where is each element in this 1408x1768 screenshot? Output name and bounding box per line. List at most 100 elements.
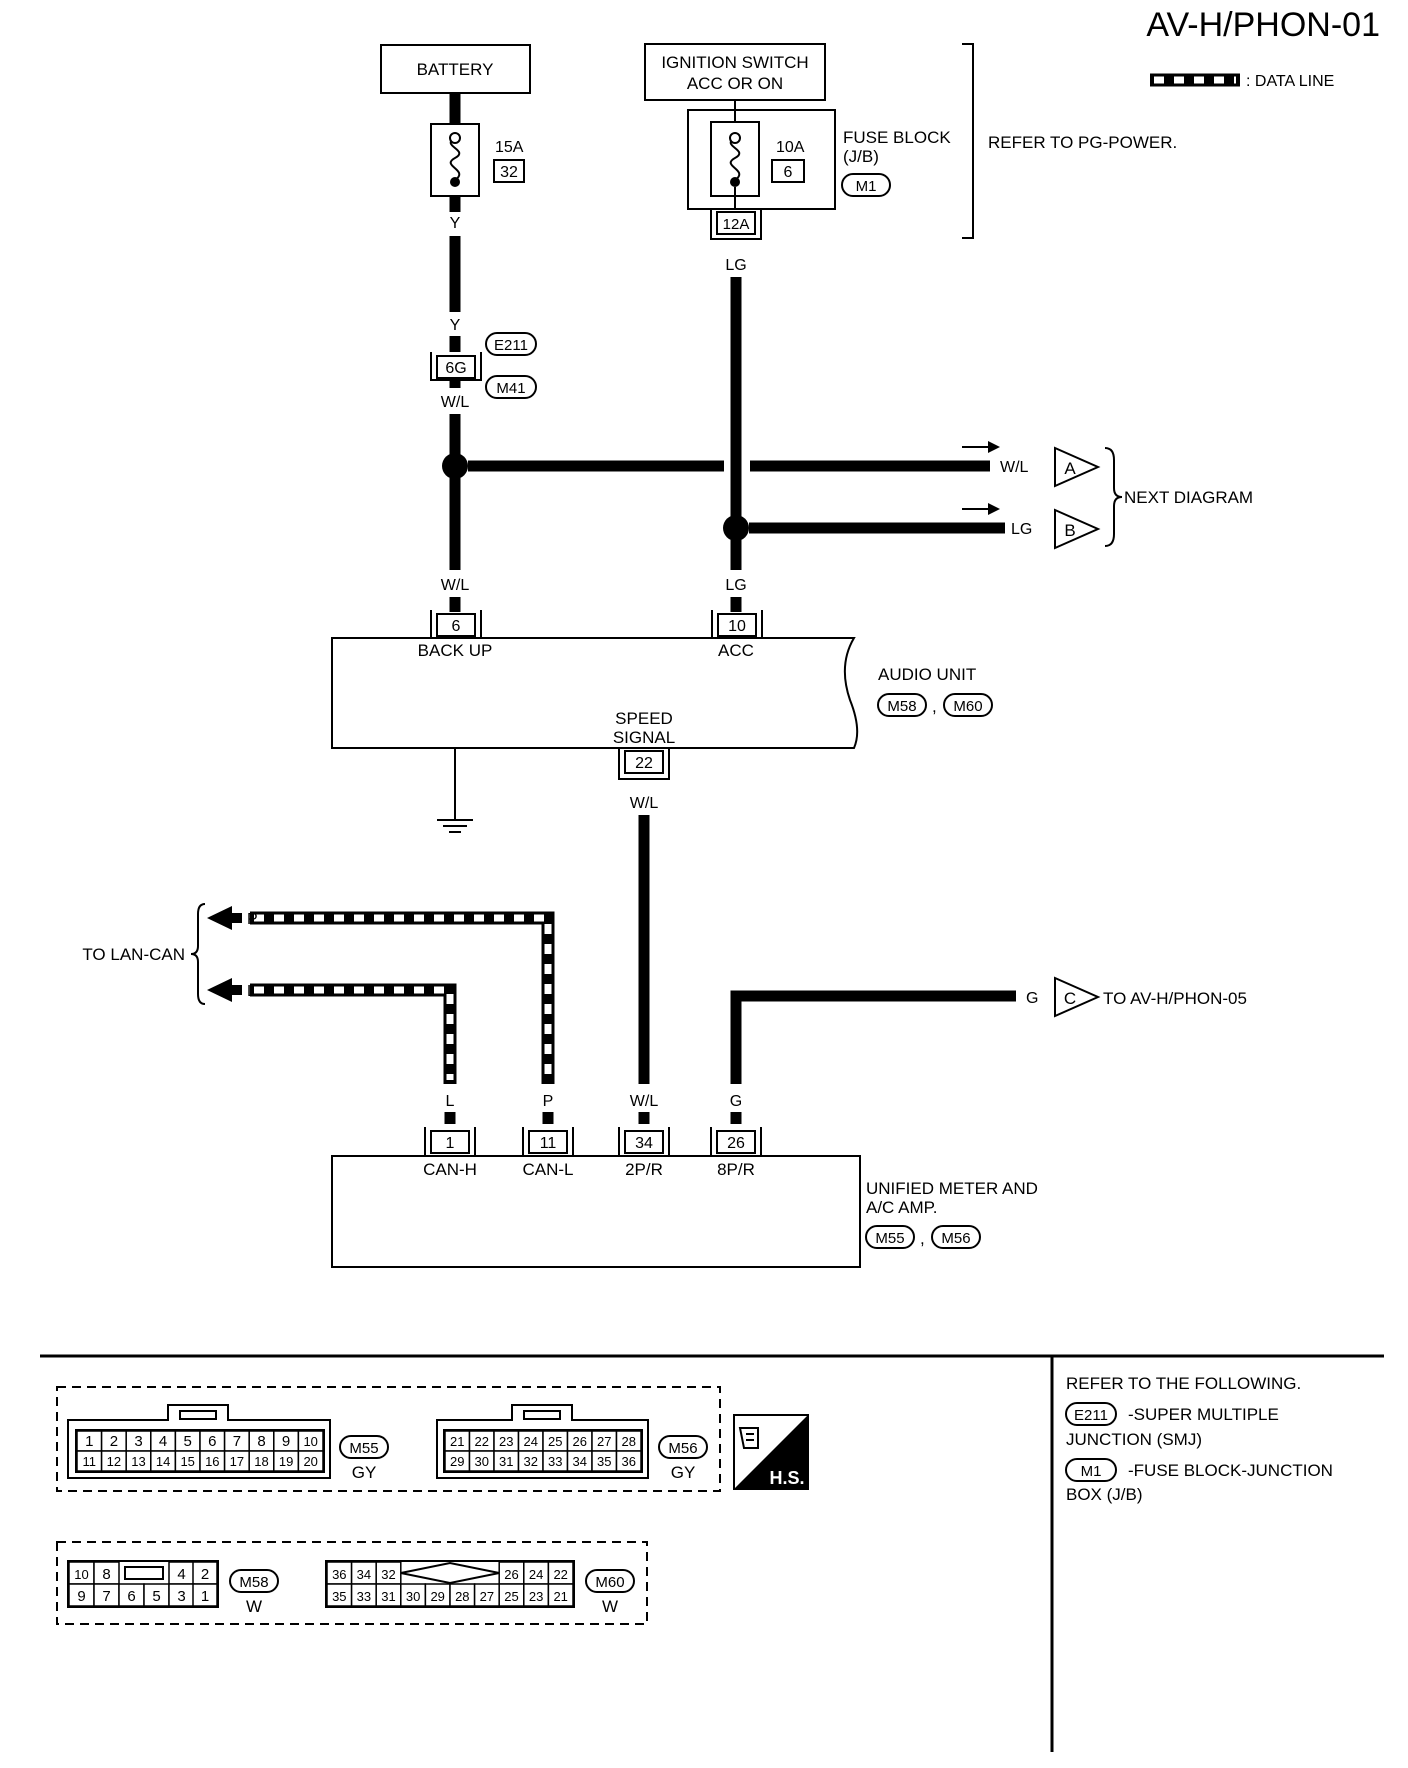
ignition-fuse-number: 6 [784, 164, 793, 181]
svg-text:E211: E211 [494, 337, 528, 354]
conn-e211-badge [485, 332, 537, 356]
pin-number: 23 [499, 1434, 513, 1449]
svg-text:,: , [932, 697, 937, 716]
svg-text:-SUPER MULTIPLE: -SUPER MULTIPLE [1128, 1405, 1279, 1424]
next-diagram-b-marker [1054, 508, 1101, 550]
svg-text:M56: M56 [941, 1230, 970, 1247]
pin-number: 10 [74, 1567, 88, 1582]
acc-label: ACC [718, 641, 754, 660]
splice-wl [442, 453, 468, 479]
pin-number: 27 [480, 1589, 494, 1604]
next-b-wire-color: LG [1011, 521, 1032, 538]
pin-number: 29 [450, 1454, 464, 1469]
smj-wire-out: W/L [441, 394, 470, 411]
svg-text:H.S.: H.S. [769, 1468, 804, 1488]
svg-text:11: 11 [540, 1135, 557, 1152]
svg-text:E211: E211 [1074, 1407, 1108, 1424]
pin-cell [192, 1583, 218, 1607]
ignition-terminal: 12A [723, 216, 750, 233]
pin-number: 25 [548, 1434, 562, 1449]
ignition-label-2: ACC OR ON [687, 74, 783, 93]
pin-number: 6 [208, 1433, 216, 1450]
pin-number: 1 [85, 1433, 93, 1450]
next-diagram-label: NEXT DIAGRAM [1124, 488, 1253, 507]
pin-number: 34 [573, 1454, 587, 1469]
speed-label-2: SIGNAL [613, 728, 675, 747]
ground-icon [437, 748, 473, 833]
refer-panel-heading: REFER TO THE FOLLOWING. [1066, 1374, 1301, 1393]
lan-can-label: TO LAN-CAN [82, 945, 185, 964]
pin-number: 28 [455, 1589, 469, 1604]
connector-group-m55-m56 [56, 1386, 721, 1492]
pin-number: 1 [201, 1588, 209, 1605]
audio-unit-name: AUDIO UNIT [878, 665, 976, 684]
svg-text:M58: M58 [239, 1574, 268, 1591]
svg-text:M1: M1 [856, 178, 877, 195]
pin-cell [547, 1583, 574, 1607]
refer-item-e211: E211 -SUPER MULTIPLE JUNCTION (SMJ) [1065, 1402, 1279, 1449]
pin-number: 7 [102, 1588, 110, 1605]
meter-pin-can-h: 1 CAN-H [423, 1127, 477, 1179]
pin-number: 10 [303, 1434, 317, 1449]
fuse-element-icon [449, 137, 461, 181]
speed-wire-color: W/L [630, 795, 659, 812]
svg-text:34: 34 [635, 1135, 653, 1152]
pin-number: 32 [381, 1567, 395, 1582]
pin-number: 2 [201, 1566, 209, 1583]
ignition-label-1: IGNITION SWITCH [661, 53, 808, 72]
pin-number: 20 [303, 1454, 317, 1469]
next-a-letter: A [1064, 459, 1076, 478]
pin-number: 31 [381, 1589, 395, 1604]
pin-number: 9 [77, 1588, 85, 1605]
meter-pin-can-l: 11 CAN-L [522, 1127, 574, 1179]
svg-text:M60: M60 [595, 1574, 624, 1591]
pin-number: 21 [553, 1589, 567, 1604]
smj-terminal: 6G [445, 360, 466, 377]
meter-pin26-wire-color: G [730, 1093, 742, 1110]
meter-pin34-wire-color: W/L [630, 1093, 659, 1110]
refer-pg-power: REFER TO PG-POWER. [988, 133, 1177, 152]
pin-number: 24 [529, 1567, 543, 1582]
fuse-block-label-2: (J/B) [843, 147, 879, 166]
pin-number: 31 [499, 1454, 513, 1469]
pin-number: 7 [233, 1433, 241, 1450]
svg-text:2P/R: 2P/R [625, 1160, 663, 1179]
connector-key-slot [124, 1566, 164, 1580]
pin-number: 17 [230, 1454, 244, 1469]
pin-number: 16 [205, 1454, 219, 1469]
pin-number: 33 [548, 1454, 562, 1469]
data-line-legend-label: : DATA LINE [1246, 73, 1334, 90]
pin-number: 15 [180, 1454, 194, 1469]
pin-number: 26 [573, 1434, 587, 1449]
next-a-wire-color: W/L [1000, 459, 1029, 476]
ignition-switch-box [644, 43, 826, 101]
conn-m58-badge [877, 693, 927, 717]
pin-cell [297, 1450, 324, 1472]
pin-number: 35 [597, 1454, 611, 1469]
svg-text:M41: M41 [496, 380, 525, 397]
meter-pin1-wire-color: L [446, 1093, 455, 1110]
phon05-wire-color: G [1026, 990, 1038, 1007]
pin-cell [615, 1450, 642, 1472]
pin-number: 3 [134, 1433, 142, 1450]
conn-m41-badge [485, 375, 537, 399]
pin-number: 4 [159, 1433, 167, 1450]
battery-fuse-amp: 15A [495, 139, 524, 156]
phon05-letter: C [1064, 989, 1076, 1008]
pin-number: 36 [332, 1567, 346, 1582]
page-title: AV-H/PHON-01 [1146, 6, 1380, 44]
pin-number: 12 [107, 1454, 121, 1469]
splice-lg [723, 515, 749, 541]
conn-m60-badge [943, 693, 993, 717]
svg-text:,: , [920, 1229, 925, 1248]
svg-text:1: 1 [446, 1135, 455, 1152]
pin-number: 5 [152, 1588, 160, 1605]
next-diagram-a-marker [1054, 446, 1101, 488]
svg-text:8P/R: 8P/R [717, 1160, 755, 1179]
pin-number: 35 [332, 1589, 346, 1604]
svg-text:M55: M55 [349, 1440, 378, 1457]
svg-text:GY: GY [671, 1463, 696, 1482]
pin-number: 33 [357, 1589, 371, 1604]
